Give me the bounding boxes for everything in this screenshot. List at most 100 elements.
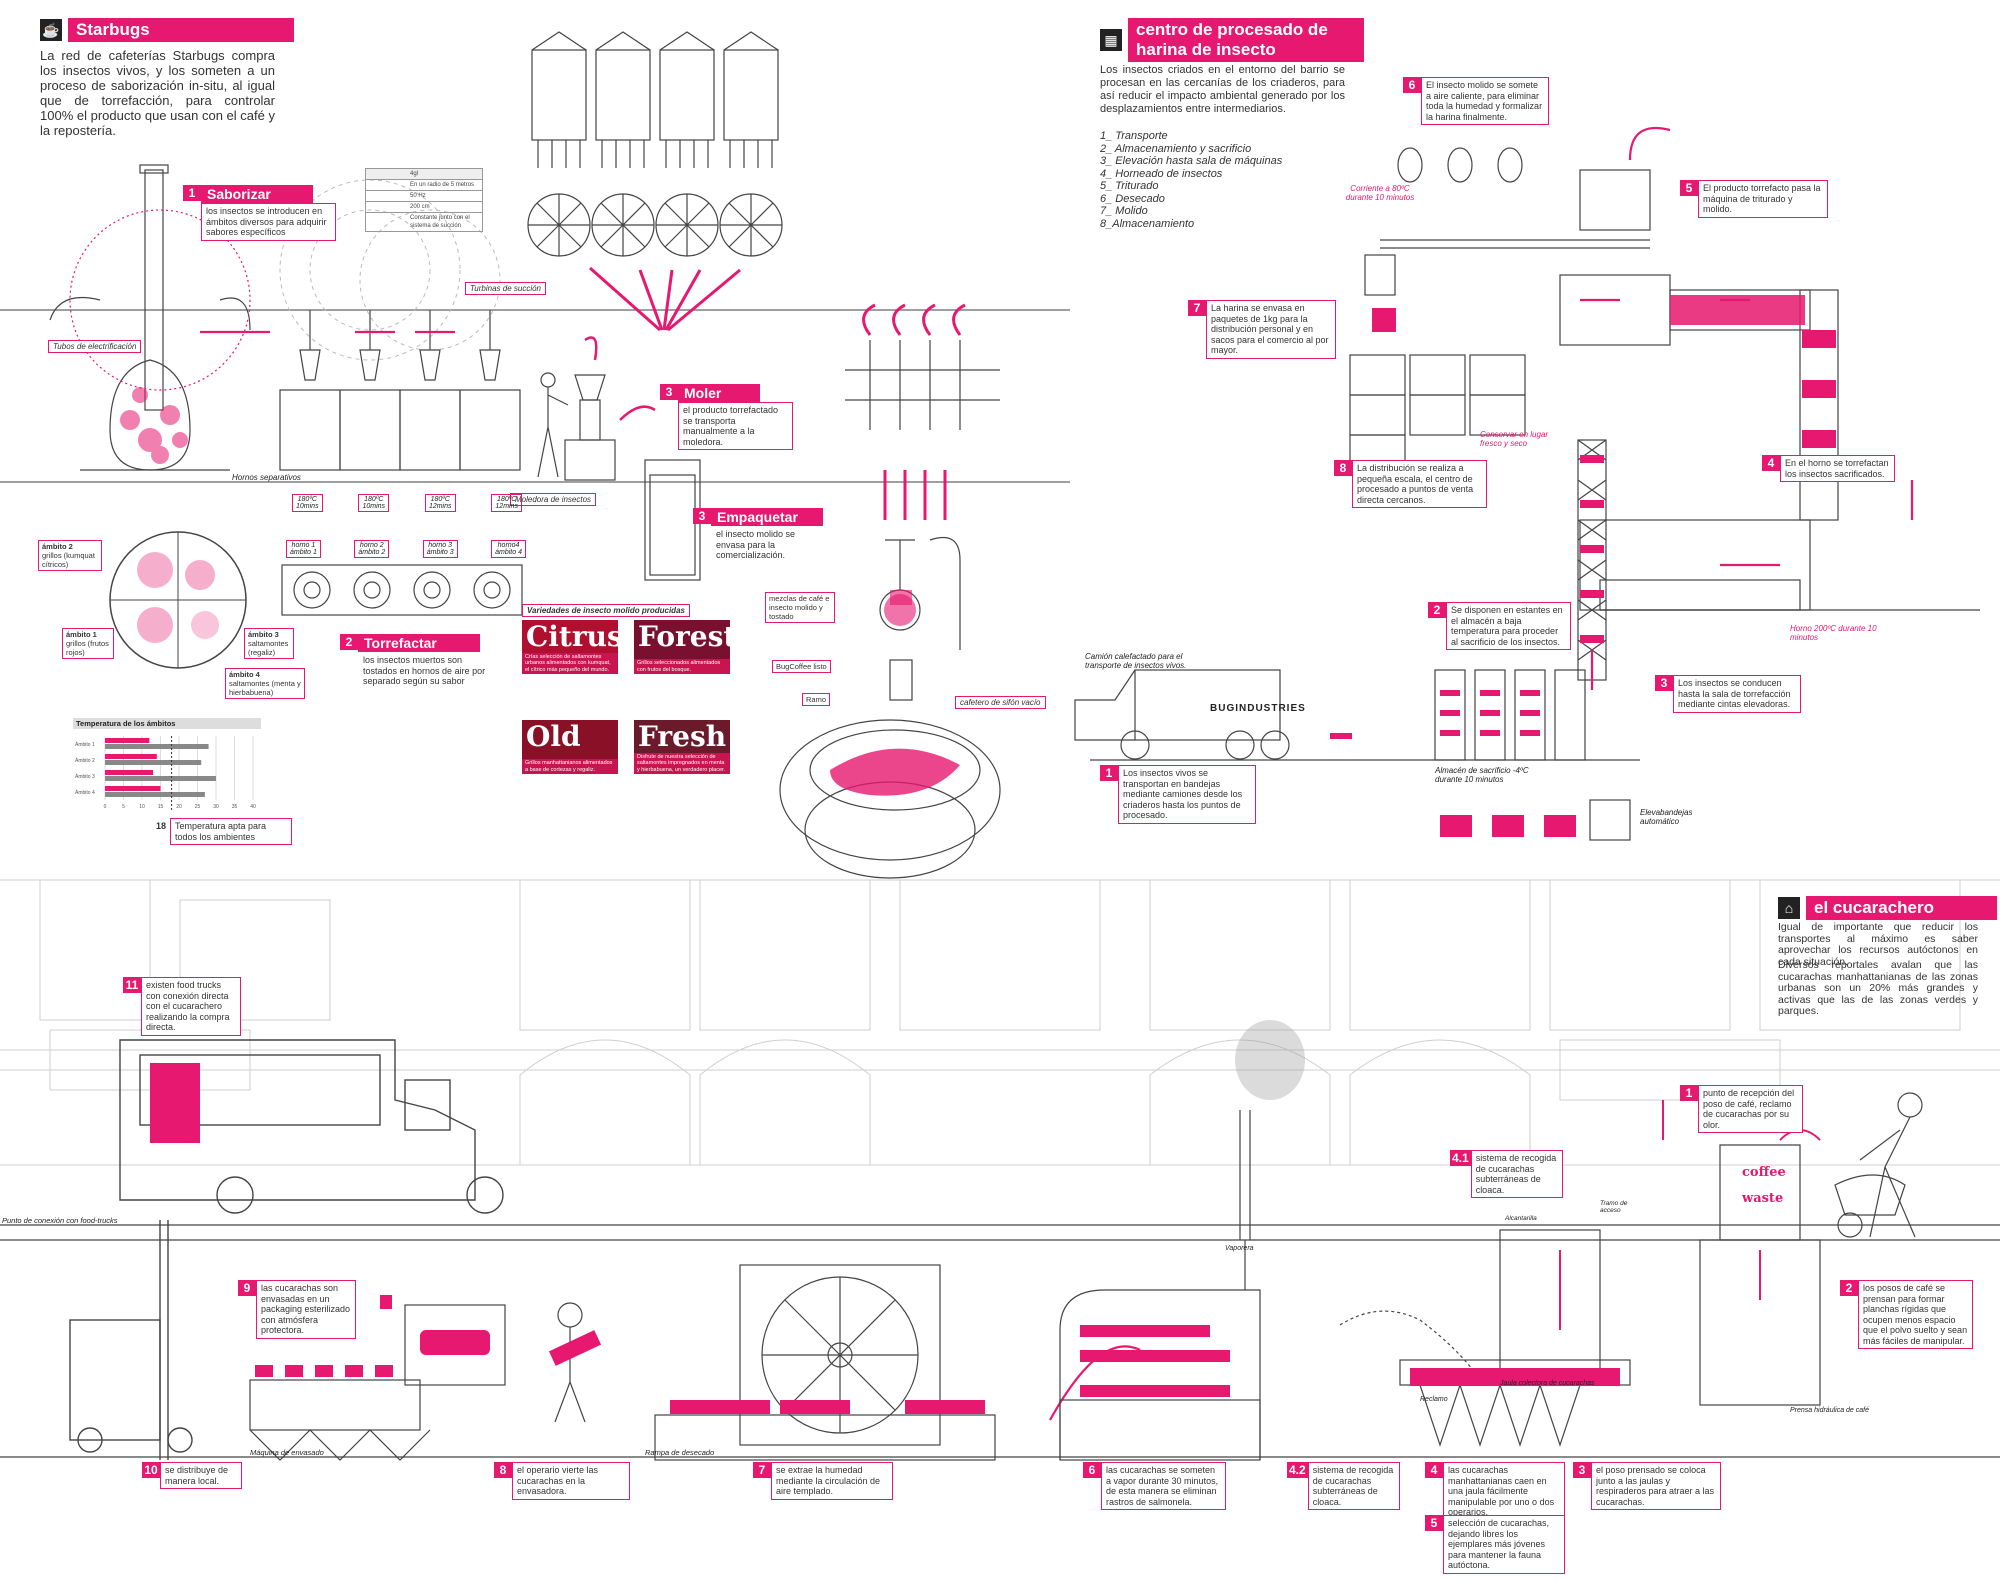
flavoring-flask — [49, 164, 251, 471]
street-level — [0, 1224, 2000, 1458]
label-almacen: Almacén de sacrificio -4ºC durante 10 mi… — [1435, 766, 1529, 784]
step-empaquetar: 3 Empaquetar el insecto molido se envasa… — [693, 508, 823, 564]
category-label: Ámbito 2 — [75, 757, 95, 764]
ambitos-circle — [109, 531, 247, 669]
label-alcantarilla: Alcantarilla — [1505, 1215, 1537, 1222]
step-torrefactar: 2 Torrefactar los insectos muertos son t… — [340, 634, 493, 690]
harina-intro: Los insectos criados en el entorno del b… — [1100, 64, 1345, 115]
building-facade — [0, 879, 2000, 1166]
list-item: 5_ Triturado — [1100, 180, 1159, 192]
label-bugcoffee: BugCoffee listo — [772, 660, 831, 673]
cucarachero-intro-2: Diversos reportales avalan que las cucar… — [1778, 959, 1978, 1017]
label-punto: Punto de conexión con food-trucks — [2, 1216, 118, 1225]
label-moledora: Moledora de insectos — [510, 493, 597, 506]
label-tubos: Tubos de electrificación — [48, 340, 142, 353]
step-number: 1 — [183, 185, 201, 201]
coffee-cup-icon: ☕ — [40, 19, 62, 41]
label-turbinas: Turbinas de succión — [465, 282, 546, 295]
tick-label: 30 — [213, 804, 219, 810]
step-title: Saborizar — [201, 185, 313, 203]
tick-label: 0 — [104, 804, 107, 810]
label-mezclas: mezclas de café e insecto molido y tosta… — [765, 592, 835, 623]
step-moler: 3 Moler el producto torrefactado se tran… — [660, 384, 793, 450]
bar — [105, 738, 150, 743]
tick-label: 15 — [158, 804, 164, 810]
label-jaula: Jaula colectora de cucarachas — [1500, 1380, 1595, 1387]
step-text: los insectos se introducen en ámbitos di… — [201, 203, 336, 241]
list-item: 1_ Transporte — [1100, 130, 1168, 142]
label-vaporera: Vaporera — [1225, 1245, 1254, 1252]
varieties-title: Variedades de insecto molido producidas — [522, 604, 690, 617]
spec-table: 4gl En un radio de 5 metros 50 Hz 200 cm… — [365, 168, 483, 232]
drying-fan — [654, 1264, 996, 1461]
oven-fans — [281, 564, 523, 616]
silos — [527, 31, 783, 257]
temp-chart-title: Temperatura de los ámbitos — [73, 718, 261, 729]
label-tramo: Tramo de acceso — [1600, 1200, 1628, 1214]
label-hornos: Hornos separativos — [232, 473, 301, 482]
ovens — [279, 310, 521, 471]
cucarachero-title: el cucarachero — [1806, 896, 1997, 920]
collection-cage — [1339, 1229, 1631, 1447]
factory-icon: ▦ — [1100, 29, 1122, 51]
steamer — [1059, 1110, 1261, 1461]
step-number: 3 — [693, 508, 711, 524]
harina-header: ▦ centro de procesado de harina de insec… — [1100, 18, 1364, 62]
label-maquina: Máquina de envasado — [250, 1448, 324, 1457]
flask-insects — [120, 387, 188, 464]
building-icon: ⌂ — [1778, 897, 1800, 919]
step-number: 2 — [340, 634, 358, 650]
list-item: 7_ Molido — [1100, 205, 1148, 217]
cucarachero-intro-1: Igual de importante que reducir los tran… — [1778, 921, 1978, 968]
truck-brand: BUGINDUSTRIES — [1210, 703, 1306, 714]
label-prensa: Prensa hidráulica de café — [1790, 1407, 1869, 1414]
bar — [105, 760, 202, 765]
list-item: 8_Almacenamiento — [1100, 217, 1195, 230]
step-title: Empaquetar — [711, 508, 823, 526]
processing-plant — [1074, 147, 1980, 841]
coffee-waste-bin — [1699, 1092, 1923, 1406]
label-rampa: Rampa de desecado — [645, 1448, 715, 1457]
bar — [105, 786, 161, 791]
tick-label: 25 — [195, 804, 201, 810]
temp-note: 18 Temperatura apta para todos los ambie… — [152, 818, 292, 845]
category-label: Ámbito 3 — [75, 773, 95, 780]
tick-label: 40 — [250, 804, 256, 810]
tick-label: 20 — [176, 804, 182, 810]
step-title: Moler — [678, 384, 760, 402]
step-number: 18 — [152, 818, 170, 834]
bar — [105, 744, 209, 749]
tick-label: 5 — [122, 804, 125, 810]
bar — [105, 792, 205, 797]
step-text: el producto torrefactado se transporta m… — [678, 402, 793, 450]
